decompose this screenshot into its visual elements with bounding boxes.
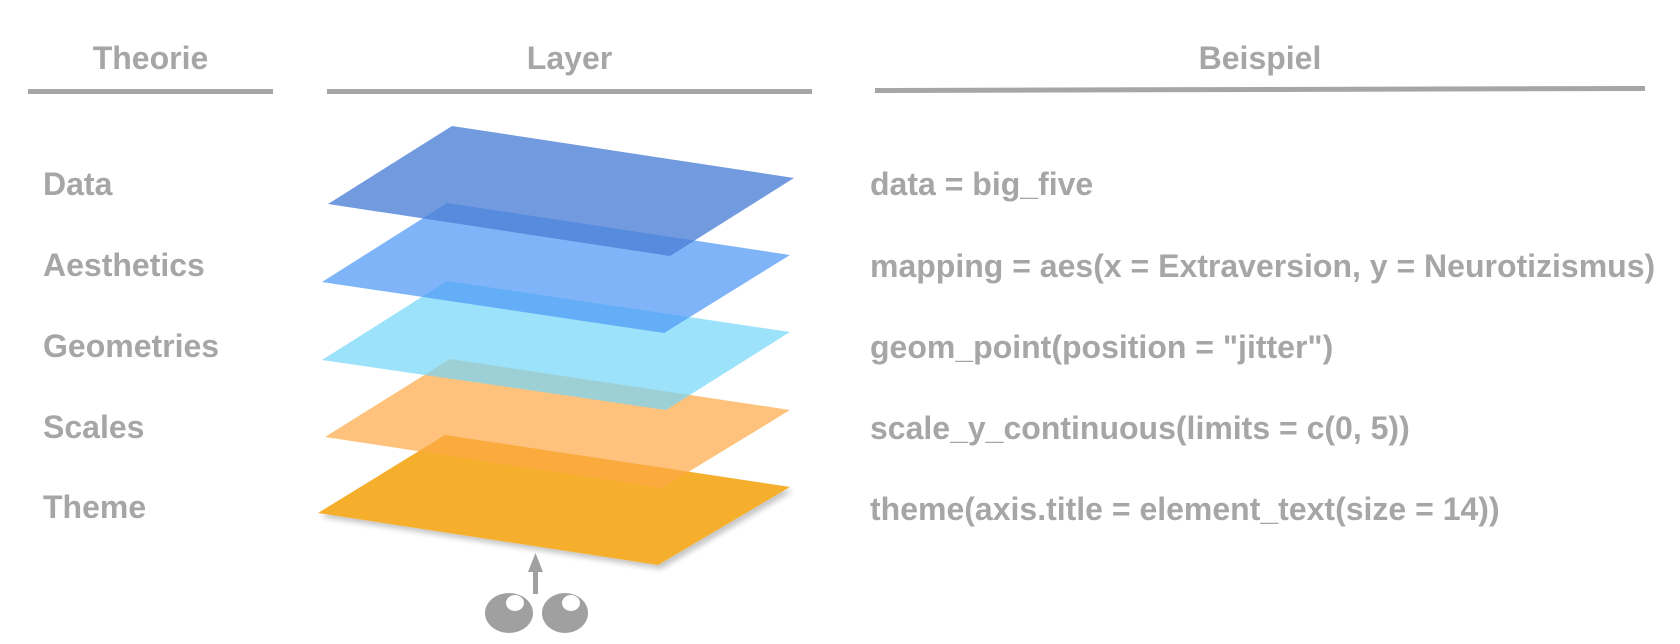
example-data: data = big_five — [870, 166, 1094, 202]
example-geometries: geom_point(position = "jitter") — [870, 329, 1334, 365]
theory-label-theme: Theme — [43, 489, 147, 525]
header-theory: Theorie — [92, 40, 209, 76]
eyes-icon — [485, 593, 588, 633]
layer-plane-scales — [325, 359, 790, 488]
header-example: Beispiel — [1198, 40, 1322, 76]
theory-label-data: Data — [43, 166, 113, 202]
theory-label-aesthetics: Aesthetics — [43, 247, 205, 283]
header-rule-layer — [327, 89, 812, 94]
layer-plane-aesthetics — [322, 203, 790, 333]
example-scales: scale_y_continuous(limits = c(0, 5)) — [870, 410, 1410, 446]
theory-label-scales: Scales — [43, 409, 145, 445]
theory-label-geometries: Geometries — [43, 328, 220, 364]
header-rule-theory — [28, 89, 273, 94]
layer-plane-theme — [318, 435, 790, 565]
example-theme: theme(axis.title = element_text(size = 1… — [870, 491, 1500, 527]
arrow-up-icon — [528, 553, 543, 594]
header-layer: Layer — [526, 40, 613, 76]
example-aesthetics: mapping = aes(x = Extraversion, y = Neur… — [870, 248, 1656, 284]
layer-plane-data — [328, 126, 794, 256]
layer-plane-geometries — [322, 281, 790, 410]
